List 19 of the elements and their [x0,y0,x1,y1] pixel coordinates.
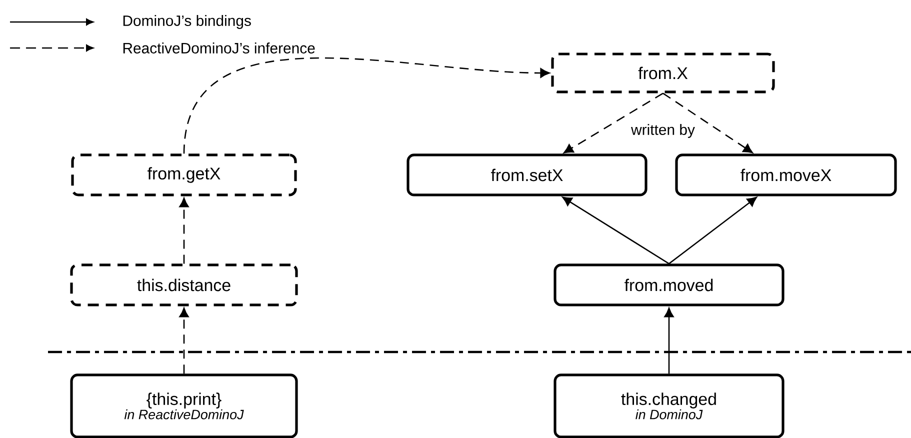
arrow [664,308,674,374]
process-box: {this.print} in ReactiveDominoJ [70,374,298,438]
arrow [562,196,670,264]
arrow [179,198,189,264]
legend-text: DominoJ’s bindings [123,15,251,29]
process-box: this.changed in DominoJ [554,374,784,438]
edge-label: written by [630,123,696,139]
process-box: from.moveX [675,154,897,196]
arrow [668,196,757,264]
arrow [662,92,753,154]
dashed-box: this.distance [70,264,298,306]
dashed-box: from.getX [71,154,297,196]
arrow [179,308,189,374]
legend-text: ReactiveDominoJ’s inference [123,42,315,54]
process-box: from.moved [554,264,784,306]
process-box: from.setX [406,154,648,196]
arrow [183,58,550,154]
arrow [564,92,664,154]
dashed-box: from.X [551,52,775,94]
